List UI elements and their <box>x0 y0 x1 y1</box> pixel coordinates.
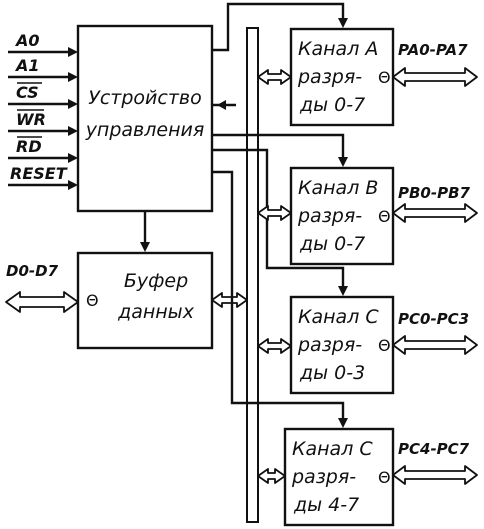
channel-c-high-label-line2: разря- <box>291 466 356 488</box>
control-wires <box>212 2 348 428</box>
channel-c-high-port-label: PC4-PC7 <box>398 440 470 458</box>
channel-c-high-label-line3: ды 4-7 <box>293 494 359 516</box>
channel-c-low-label-line2: разря- <box>297 334 362 356</box>
channel-c-high-bus-double-arrow <box>257 468 286 484</box>
input-label-reset: RESET <box>10 164 68 183</box>
internal-bus <box>246 27 259 523</box>
channel-a-label-line1: Канал A <box>298 38 378 60</box>
control-unit-block <box>76 24 214 213</box>
channel-c-low-port-double-arrow <box>392 335 478 355</box>
channel-c-high-direction-symbol: Θ <box>378 468 391 487</box>
channel-b-bus-double-arrow <box>257 205 292 221</box>
channel-c-high-block <box>283 427 395 527</box>
channel-c-low-label-line3: ды 0-3 <box>299 362 365 384</box>
inversion-overbars <box>17 82 44 138</box>
input-label-cs: CS <box>16 83 39 102</box>
buffer-bus-double-arrow <box>211 292 248 308</box>
channel-c-high-label-line1: Канал C <box>292 438 373 460</box>
input-label-a0: A0 <box>14 31 40 50</box>
channel-b-label-line3: ды 0-7 <box>299 233 365 255</box>
data-buffer-label-line1: Буфер <box>124 270 188 292</box>
channel-b-label-line2: разря- <box>297 205 362 227</box>
channel-b-port-double-arrow <box>392 203 478 223</box>
channel-c-high-port-double-arrow <box>392 465 478 485</box>
channel-c-low-label-line1: Канал C <box>298 306 379 328</box>
data-buffer-direction-symbol: Θ <box>86 291 99 310</box>
data-bus-label: D0-D7 <box>6 262 59 280</box>
channel-a-direction-symbol: Θ <box>378 68 391 87</box>
input-label-a1: A1 <box>14 56 40 75</box>
channel-c-low-bus-double-arrow <box>257 338 292 354</box>
control-unit-label-line2: управления <box>85 119 205 141</box>
data-buffer-block <box>76 251 214 350</box>
input-signals <box>8 47 78 190</box>
input-label-wr: WR <box>16 110 46 129</box>
channel-b-block <box>289 166 395 266</box>
control-unit-label-line1: Устройство <box>88 87 201 109</box>
input-label-rd: RD <box>16 137 42 156</box>
channel-a-port-label: PA0-PA7 <box>398 41 468 59</box>
channel-a-port-double-arrow <box>392 67 478 87</box>
channel-a-label-line2: разря- <box>297 66 362 88</box>
channel-b-label-line1: Канал B <box>298 177 378 199</box>
data-buffer-label-line2: данных <box>117 301 195 323</box>
channel-b-port-label: PB0-PB7 <box>398 184 471 202</box>
channel-a-bus-double-arrow <box>257 69 292 85</box>
channel-b-direction-symbol: Θ <box>378 207 391 226</box>
channel-a-label-line3: ды 0-7 <box>299 94 365 116</box>
data-bus-double-arrow <box>5 291 79 313</box>
channel-c-low-port-label: PC0-PC3 <box>398 310 469 328</box>
channel-c-low-direction-symbol: Θ <box>378 336 391 355</box>
